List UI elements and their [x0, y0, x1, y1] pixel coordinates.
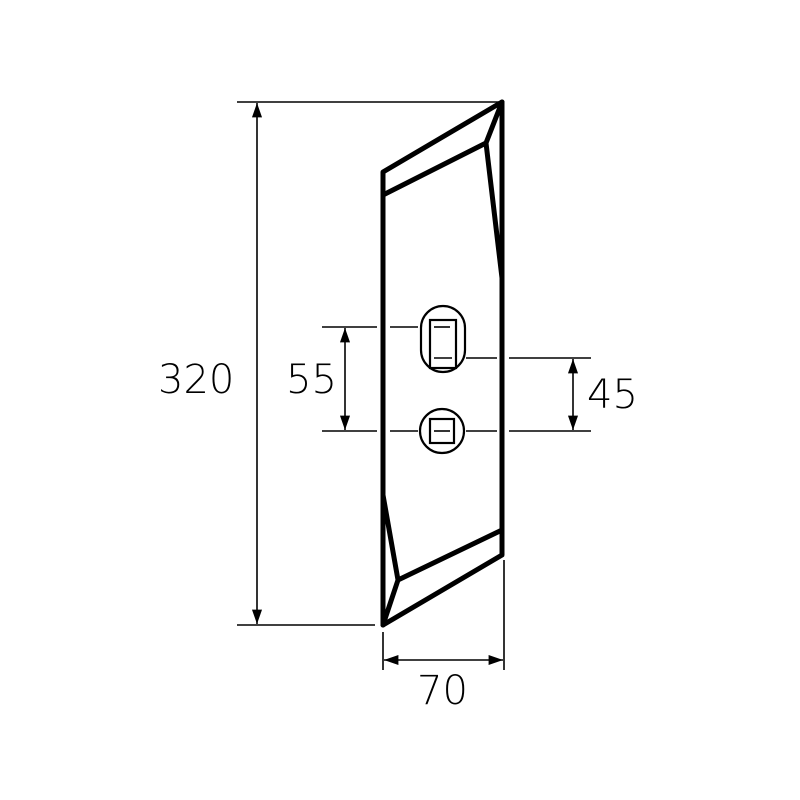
- round-hole-inner-square: [428, 417, 456, 445]
- dim-label-320: 320: [158, 357, 234, 403]
- part-outline: [380, 99, 505, 628]
- dim-label-45: 45: [587, 372, 638, 418]
- top-bevel-side: [483, 140, 505, 281]
- dim-label-55: 55: [286, 357, 337, 403]
- bottom-bevel-edge: [380, 527, 505, 628]
- round-hole-outline: [418, 407, 466, 455]
- dimension-lines: [251, 103, 579, 666]
- extension-lines: [237, 101, 591, 670]
- dimension-labels: 320 55 45 70: [158, 357, 638, 714]
- slot-hole-inner-rect: [428, 318, 458, 370]
- blade-outer-contour: [380, 99, 505, 628]
- slot-hole-outline: [419, 304, 467, 374]
- bottom-bevel-side: [380, 492, 401, 583]
- dim-label-70: 70: [417, 668, 468, 714]
- round-hole: [418, 407, 466, 455]
- slot-hole: [419, 304, 467, 374]
